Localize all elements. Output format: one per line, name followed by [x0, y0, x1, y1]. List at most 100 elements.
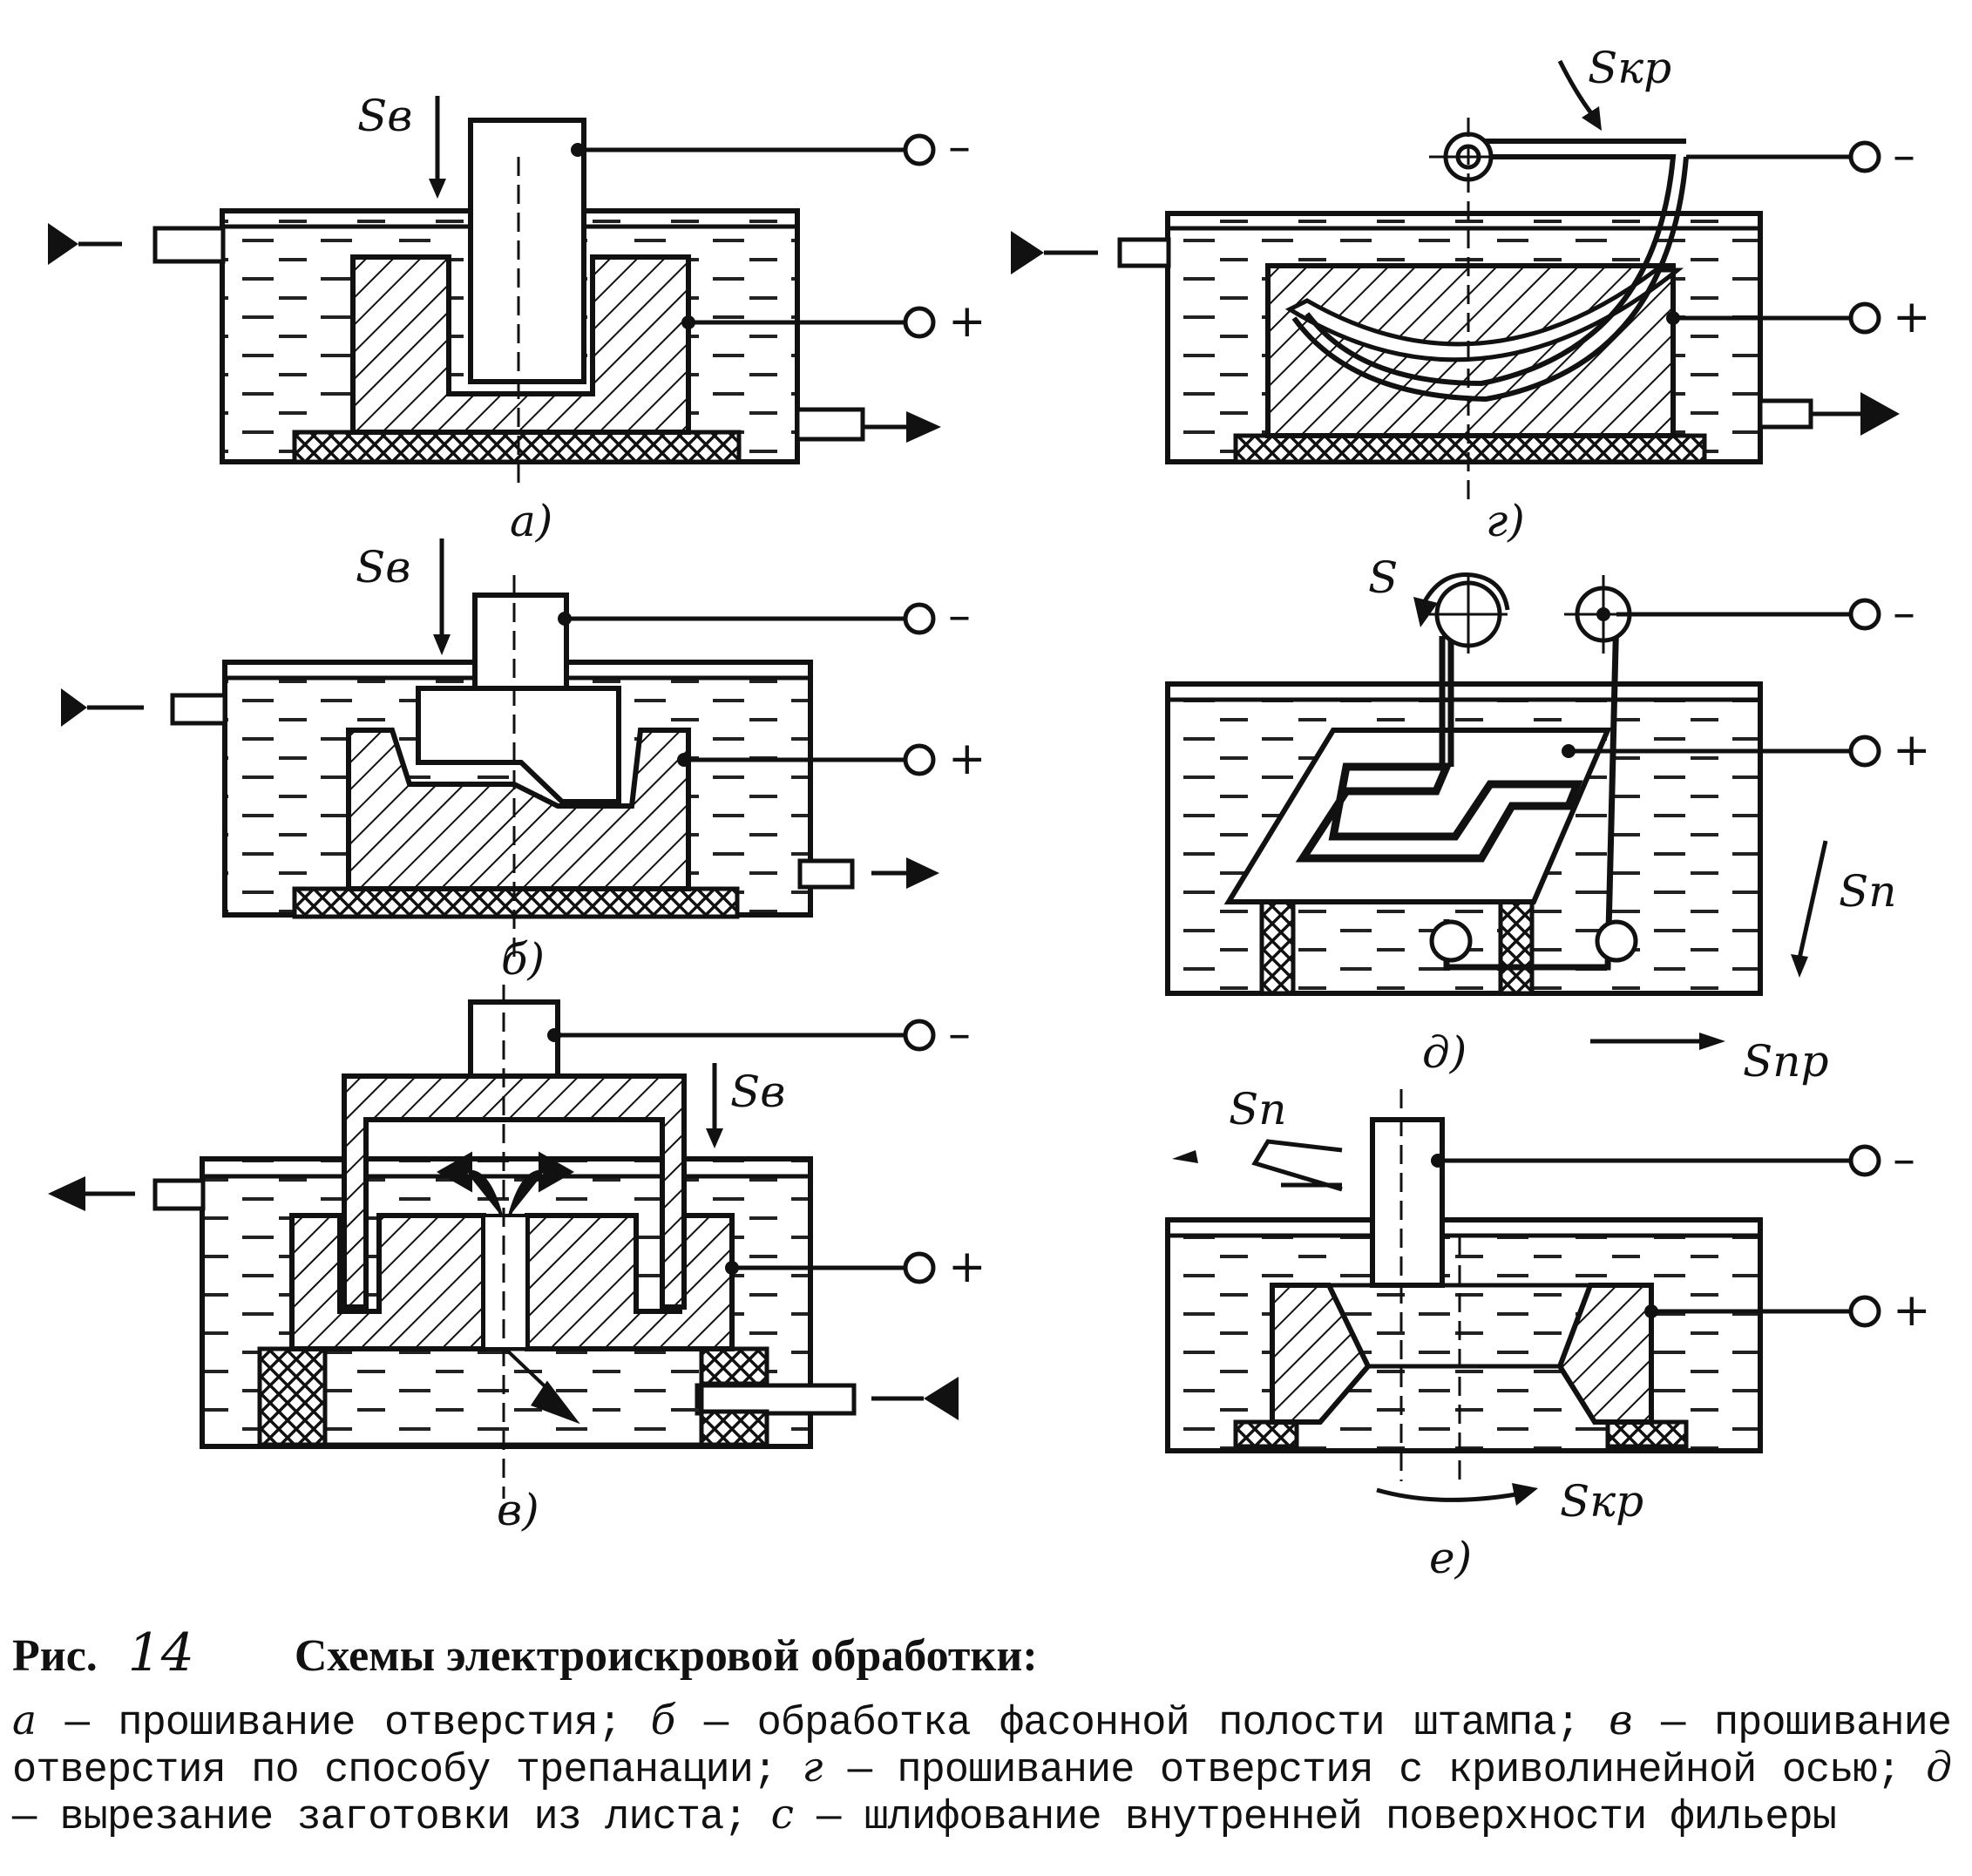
feed-label-g: Sкр [1588, 43, 1671, 93]
curved-cavity-g [1284, 268, 1684, 362]
polarity-minus-g: – [1893, 130, 1915, 182]
outlet-arrow-b [906, 857, 939, 889]
panel-letter-g: г) [1486, 496, 1525, 546]
trepanning-tool-v [342, 1073, 687, 1310]
feed-n-arrow-e [1172, 1150, 1198, 1163]
electrode-stem-e [1370, 1117, 1445, 1288]
feed-pr-label-d: Sпр [1743, 1036, 1828, 1087]
support-right-d [1498, 899, 1535, 996]
legend-key: д [1926, 1744, 1952, 1791]
terminal-plus-a [903, 306, 936, 339]
polarity-minus-a: – [948, 121, 971, 173]
cut-contour-d [1295, 762, 1583, 863]
electrode-tool-b [416, 686, 621, 804]
electrode-tool-a [468, 118, 586, 384]
legend-text: вырезание заготовки из листа; [59, 1795, 748, 1841]
panel-g: – + Sкр г) [1011, 43, 1931, 546]
flow-arrow-down-v [504, 1347, 580, 1425]
inlet-arrow-a [48, 223, 78, 265]
figure-title: Схемы электроискровой обработки: [294, 1631, 1038, 1681]
legend-key: г [802, 1744, 823, 1791]
support-v [322, 1346, 704, 1447]
feed-n-arrow-d [1791, 954, 1808, 978]
polarity-plus-e: + [1893, 1284, 1931, 1337]
outlet-pipe-v [152, 1178, 206, 1211]
polarity-minus-b: – [948, 590, 971, 642]
flow-arrow-right-v [508, 1151, 575, 1216]
panel-d: S – + Sп Sпр д) [1165, 552, 1931, 1087]
outlet-arrow-v [48, 1176, 85, 1211]
electrode-stem-b [472, 593, 569, 694]
figure-caption-title: Рис. 14 Схемы электроискровой обработки: [12, 1622, 1955, 1683]
figure-legend: а — прошивание отверстия; б — обработка … [12, 1697, 1952, 1841]
feed-label-v: Sв [730, 1067, 785, 1117]
lower-roller-right-d [1595, 919, 1638, 963]
workpiece-left-v [289, 1213, 486, 1351]
panel-letter-b: б) [501, 934, 545, 985]
terminal-plus-v [903, 1251, 936, 1284]
inlet-arrow-g [1011, 231, 1044, 274]
core-v [482, 1214, 529, 1351]
inlet-arrow-b [61, 688, 87, 727]
panel-e: – + Sп Sкр е) [1165, 1084, 1931, 1583]
feed-arrow-a [429, 179, 446, 199]
inlet-pipe-b [170, 693, 227, 726]
panel-letter-d: д) [1422, 1027, 1467, 1078]
panel-letter-v: в) [497, 1485, 539, 1535]
polarity-plus-d: + [1893, 724, 1931, 776]
legend-key: б [650, 1697, 676, 1744]
polarity-minus-d: – [1893, 587, 1915, 640]
terminal-minus-d [1848, 598, 1881, 631]
insulator-right-e [1605, 1419, 1689, 1449]
outlet-pipe-a [795, 407, 865, 442]
electrode-stem-v [468, 999, 560, 1079]
feed-label-b: Sв [356, 542, 410, 593]
die-cavity-b [390, 729, 643, 809]
feed-label-a: Sв [357, 91, 412, 141]
feed-n-label-d: Sп [1839, 866, 1896, 917]
legend-text: прошивание отверстия по способу трепанац… [12, 1701, 1952, 1794]
legend-key: в [1609, 1697, 1632, 1744]
terminal-minus-b [903, 602, 936, 635]
inlet-arrow-v [924, 1377, 959, 1420]
legend-text: шлифование внутренней поверхности фильер… [864, 1795, 1837, 1841]
curved-electrode-g [1291, 154, 1689, 403]
panel-a: – + Sв a) [48, 91, 986, 546]
workpiece-right-v [525, 1213, 735, 1351]
outlet-arrow-a [906, 411, 941, 443]
panel-b: – + Sв б) [61, 538, 986, 985]
terminal-minus-g [1848, 140, 1881, 173]
insulator-right-low-v [699, 1409, 769, 1447]
inlet-pipe-v [695, 1383, 857, 1416]
feed-arrow-g [1582, 106, 1602, 131]
feed-arrow-v [706, 1128, 723, 1148]
insulator-right-v [699, 1346, 769, 1386]
outlet-pipe-g [1758, 398, 1813, 430]
insulator-b [292, 886, 740, 919]
figure-prefix: Рис. [12, 1631, 98, 1681]
workpiece-a [350, 254, 691, 435]
polarity-plus-b: + [948, 733, 986, 785]
panel-letter-e: е) [1429, 1533, 1472, 1583]
terminal-plus-e [1848, 1295, 1881, 1328]
insulator-left-e [1233, 1419, 1299, 1449]
terminal-plus-g [1848, 301, 1881, 335]
legend-text: прошивание отверстия с криволинейной ось… [897, 1748, 1901, 1794]
outlet-arrow-g [1860, 392, 1900, 436]
terminal-minus-e [1848, 1144, 1881, 1177]
panel-v: – + Sв в) [48, 985, 986, 1535]
terminal-minus-a [903, 133, 936, 166]
polarity-minus-e: – [1893, 1134, 1915, 1186]
feed-rot-label-e: Sкр [1560, 1476, 1643, 1527]
feed-rot-label-d: S [1368, 552, 1398, 603]
polarity-plus-g: + [1893, 291, 1931, 343]
terminal-plus-b [903, 743, 936, 776]
panel-letter-a: a) [510, 496, 552, 546]
legend-key: с [770, 1791, 794, 1839]
lower-roller-left-d [1429, 919, 1473, 963]
inlet-pipe-g [1117, 237, 1171, 268]
legend-key: а [12, 1697, 37, 1744]
schematics-figure: – + Sв a) – + Sв б) [48, 43, 1931, 1583]
feed-arrow-b [433, 634, 451, 655]
feed-rot-arrow-e [1512, 1483, 1538, 1506]
